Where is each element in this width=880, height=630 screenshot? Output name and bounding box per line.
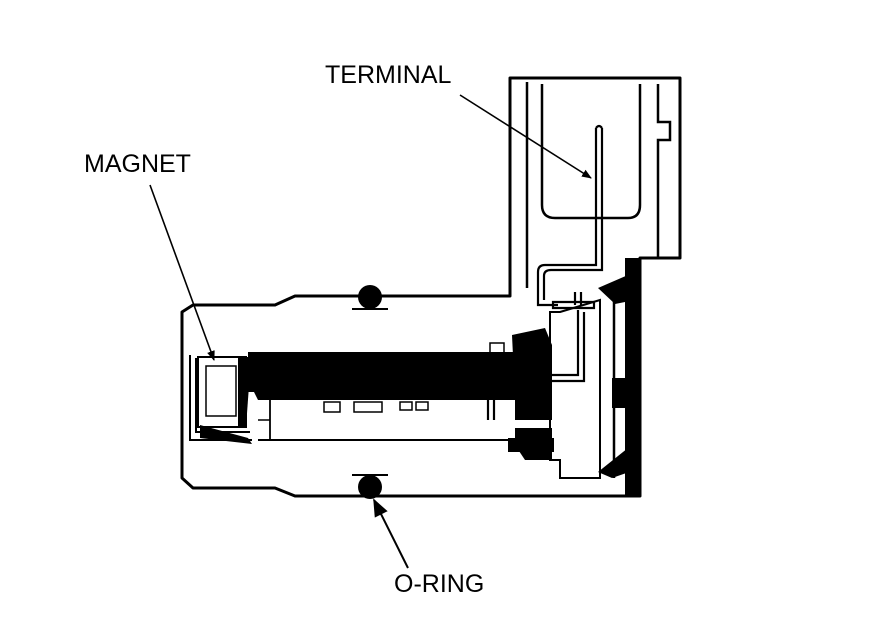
coil-assembly xyxy=(248,328,554,460)
connector-shroud xyxy=(525,82,672,288)
o-ring-leader-arrow xyxy=(373,498,409,569)
magnet-label: MAGNET xyxy=(84,150,191,178)
o-ring-bottom xyxy=(352,474,388,499)
right-wall-seal xyxy=(549,258,640,496)
magnet-block xyxy=(197,356,252,444)
terminal-label: TERMINAL xyxy=(325,61,452,89)
magnet-leader-arrow xyxy=(149,184,215,361)
o-ring-label: O-RING xyxy=(394,570,484,598)
terminal-leader-arrow xyxy=(459,94,592,179)
o-ring-top xyxy=(352,285,388,310)
